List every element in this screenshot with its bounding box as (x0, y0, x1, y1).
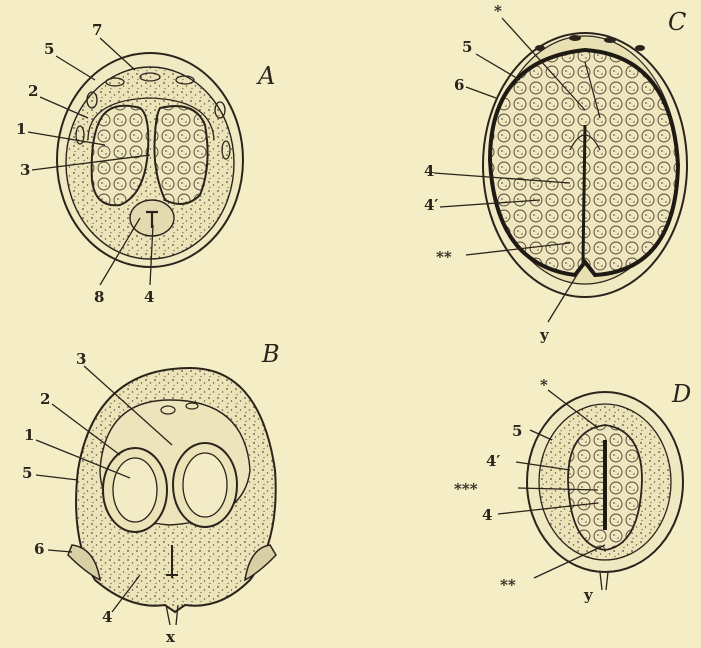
panel-c-letter: C (668, 8, 686, 36)
panel-b-label-5: 5 (22, 464, 32, 482)
panel-c-label-4: 4 (424, 162, 434, 180)
panel-c-label-6: 6 (454, 76, 464, 94)
panel-d-label-5: 5 (512, 422, 522, 440)
panel-d-section (527, 392, 683, 590)
panel-a-label-7: 7 (92, 21, 102, 39)
panel-d-label-double-star: ** (500, 576, 516, 594)
panel-d-label-4prime: 4′ (486, 452, 500, 470)
panel-c-section (483, 33, 687, 297)
panel-b-label-4: 4 (102, 608, 112, 626)
panel-a-letter: A (256, 62, 275, 90)
panel-a-label-8: 8 (94, 288, 104, 306)
panel-b-section (68, 368, 276, 625)
panel-b-label-1: 1 (24, 426, 34, 444)
panel-b-label-6: 6 (34, 540, 44, 558)
panel-b-label-2: 2 (40, 390, 50, 408)
panel-c-label-y: y (539, 326, 550, 344)
panel-a-label-5: 5 (44, 40, 54, 58)
panel-d-label-y: y (583, 586, 594, 604)
panel-c-label-double-star: ** (436, 248, 452, 266)
panel-b-letter: B (261, 340, 280, 368)
panel-d-letter: D (671, 380, 691, 408)
panel-b-label-x: x (166, 628, 176, 646)
panel-a-section (57, 53, 243, 267)
panel-c-label-4prime: 4′ (424, 196, 438, 214)
panel-a-label-4: 4 (144, 288, 154, 306)
panel-d-label-star: * (540, 376, 548, 394)
panel-c-label-star: * (494, 2, 502, 20)
panel-a-label-3: 3 (20, 161, 30, 179)
panel-d-label-4: 4 (482, 506, 492, 524)
panel-a-label-2: 2 (28, 82, 38, 100)
panel-c-label-5: 5 (462, 38, 472, 56)
panel-b-label-3: 3 (76, 350, 86, 368)
panel-a-label-1: 1 (16, 120, 26, 138)
panel-d-label-triple-star: *** (454, 480, 478, 498)
